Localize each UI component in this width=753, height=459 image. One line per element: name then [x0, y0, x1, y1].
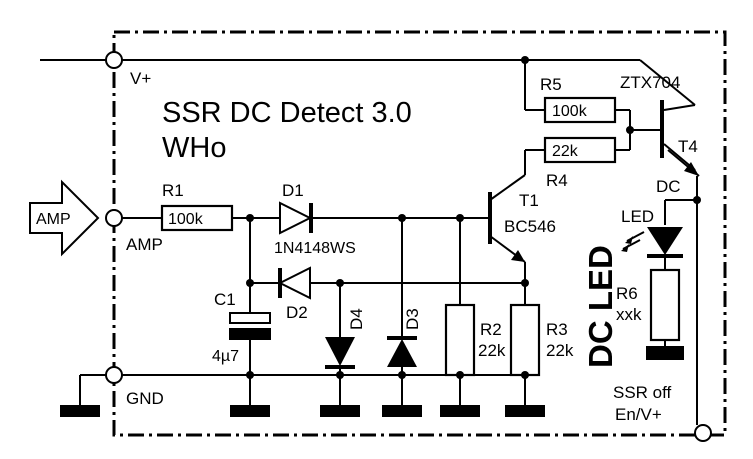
d1-value: 1N4148WS [274, 240, 356, 257]
r6-value: xxk [616, 305, 642, 324]
t1-ref: T1 [519, 191, 539, 210]
r1-ref: R1 [162, 181, 184, 200]
ground-symbol [440, 405, 480, 417]
c1-capacitor [229, 218, 271, 405]
dc-led [621, 227, 683, 270]
t4-ref: T4 [678, 137, 698, 156]
r4-resistor [543, 130, 631, 164]
d4-diode [325, 283, 355, 405]
dc-output [664, 176, 712, 442]
t1-transistor [488, 149, 545, 283]
r2-resistor [444, 218, 476, 405]
r3-ref: R3 [546, 320, 568, 339]
ground-symbol [505, 405, 545, 417]
r4-value: 22k [552, 143, 579, 160]
vplus-terminal [105, 51, 123, 69]
r3-resistor [509, 283, 541, 405]
ssr-terminal [694, 424, 712, 442]
amp-net-label: AMP [126, 235, 163, 254]
ssr-label-line-1: SSR off [613, 383, 672, 402]
ssr-label-line-2: En/V+ [615, 405, 662, 424]
t4-value: ZTX704 [620, 73, 680, 92]
gnd-rail [79, 366, 529, 405]
module-border [112, 30, 727, 437]
d4-ref: D4 [347, 308, 366, 330]
r3-value: 22k [546, 341, 574, 360]
title-line-1: SSR DC Detect 3.0 [162, 97, 412, 129]
gnd-label: GND [126, 389, 164, 408]
r5-ref: R5 [540, 75, 562, 94]
t4-transistor [630, 100, 700, 177]
r6-resistor [646, 268, 684, 360]
r2-ref: R2 [480, 320, 502, 339]
led-ref: LED [621, 207, 654, 226]
r4-ref: R4 [546, 171, 568, 190]
d2-ref: D2 [286, 303, 308, 322]
r6-ref: R6 [616, 284, 638, 303]
d1-diode [279, 201, 490, 235]
d1-ref: D1 [282, 181, 304, 200]
ground-symbols [60, 405, 545, 417]
dc-net-label: DC [656, 177, 681, 196]
r5-value: 100k [552, 103, 588, 120]
r1-value: 100k [168, 211, 204, 228]
gnd-terminal [105, 366, 123, 384]
ground-symbol [60, 405, 100, 417]
d2-diode [250, 266, 529, 300]
title-line-2: WHo [162, 132, 226, 164]
d3-ref: D3 [403, 308, 422, 330]
vplus-label: V+ [130, 69, 151, 88]
amp-input-arrow: AMP [29, 179, 100, 257]
ground-symbol [320, 405, 360, 417]
c1-value: 4µ7 [212, 348, 239, 365]
r5-resistor [543, 96, 634, 134]
t1-value: BC546 [504, 217, 556, 236]
ground-symbol [382, 405, 422, 417]
amp-arrow-label: AMP [36, 211, 71, 228]
c1-ref: C1 [214, 290, 236, 309]
ground-symbol [230, 405, 270, 417]
vplus-rail [40, 51, 696, 111]
dc-led-label: DC LED [582, 245, 619, 368]
amp-terminal [105, 209, 123, 227]
r2-value: 22k [478, 341, 506, 360]
